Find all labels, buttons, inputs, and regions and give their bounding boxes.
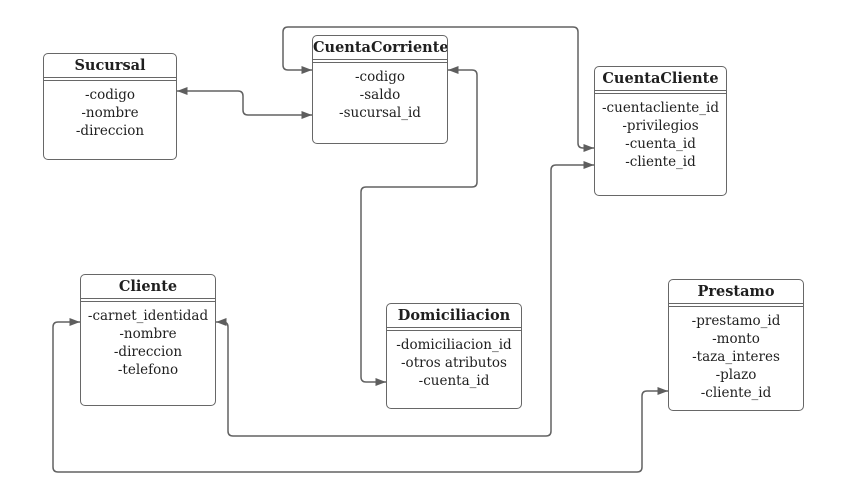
- entity-title: Prestamo: [697, 283, 775, 300]
- entity-field: -otros atributos: [401, 355, 507, 371]
- header-divider: [669, 303, 803, 307]
- entity-field: -cuenta_id: [418, 373, 490, 389]
- entity-field: -nombre: [81, 105, 139, 121]
- connector-prestamo-cliente[interactable]: [52, 318, 668, 473]
- entity-field: -direccion: [113, 344, 183, 360]
- entity-title: Sucursal: [74, 57, 146, 74]
- entity-field: -plazo: [715, 367, 757, 383]
- connector-cuentacorriente-sucursal[interactable]: [177, 87, 312, 119]
- entity-field: -monto: [712, 331, 760, 347]
- header-divider: [81, 298, 215, 302]
- entity-domiciliacion[interactable]: Domiciliacion -domiciliacion_id -otros a…: [386, 303, 522, 409]
- entity-field: -codigo: [85, 87, 135, 103]
- entity-field: -privilegios: [622, 118, 699, 134]
- header-divider: [387, 327, 521, 331]
- entity-cuentacorriente[interactable]: CuentaCorriente -codigo -saldo -sucursal…: [312, 35, 448, 144]
- entity-field: -sucursal_id: [339, 105, 421, 121]
- entity-title: CuentaCliente: [602, 70, 719, 87]
- entity-field: -saldo: [359, 87, 401, 103]
- entity-title: CuentaCorriente: [313, 39, 447, 56]
- header-divider: [44, 77, 176, 81]
- entity-title: Cliente: [118, 278, 178, 295]
- entity-field: -carnet_identidad: [87, 308, 209, 324]
- entity-field: -telefono: [117, 362, 179, 378]
- entity-title: Domiciliacion: [397, 307, 511, 324]
- entity-field: -taza_interes: [692, 349, 780, 365]
- entity-field: -prestamo_id: [691, 313, 781, 329]
- entity-field: -cliente_id: [625, 154, 696, 170]
- entity-prestamo[interactable]: Prestamo -prestamo_id -monto -taza_inter…: [668, 279, 804, 411]
- entity-field: -cuentacliente_id: [602, 100, 719, 116]
- entity-cliente[interactable]: Cliente -carnet_identidad -nombre -direc…: [80, 274, 216, 406]
- entity-field: -cuenta_id: [625, 136, 696, 152]
- entity-sucursal[interactable]: Sucursal -codigo -nombre -direccion: [43, 53, 177, 160]
- entity-field: -direccion: [75, 123, 145, 139]
- header-divider: [595, 90, 726, 94]
- connector-cuentacliente-cuentacorriente[interactable]: [282, 26, 594, 152]
- header-divider: [313, 59, 447, 63]
- entity-field: -nombre: [119, 326, 177, 342]
- entity-field: -codigo: [355, 69, 405, 85]
- entity-cuentacliente[interactable]: CuentaCliente -cuentacliente_id -privile…: [594, 66, 727, 196]
- entity-field: -domiciliacion_id: [396, 337, 512, 353]
- entity-field: -cliente_id: [700, 385, 772, 401]
